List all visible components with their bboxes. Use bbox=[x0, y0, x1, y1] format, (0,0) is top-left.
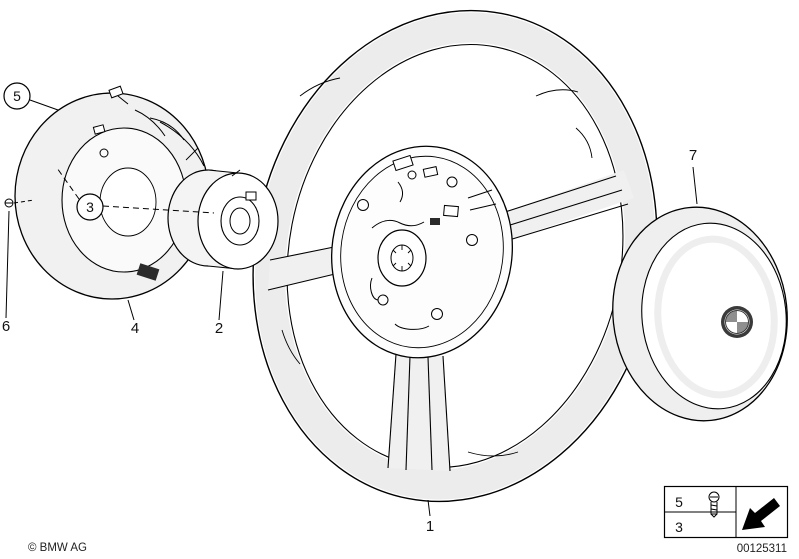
callout-7-label: 7 bbox=[689, 147, 697, 164]
spoke-bottom-shade bbox=[388, 354, 450, 471]
copyright-text: © BMW AG bbox=[28, 542, 87, 554]
leader-line-6 bbox=[5, 210, 10, 319]
leader-line-2 bbox=[218, 270, 224, 321]
housing-screw bbox=[4, 198, 35, 208]
airbag-face bbox=[641, 222, 787, 410]
spoke-left-edge bbox=[267, 273, 336, 291]
spoke-left-shade bbox=[268, 247, 335, 290]
callout-3-label: 3 bbox=[86, 199, 94, 215]
legend-screw-row-label: 5 bbox=[675, 494, 683, 510]
leader-line-3b bbox=[102, 205, 215, 214]
housing-connector-top bbox=[108, 85, 124, 99]
document-number: 00125311 bbox=[737, 543, 787, 555]
leader-line-5 bbox=[29, 99, 59, 111]
bmw-roundel-icon bbox=[721, 306, 753, 338]
callout-3: 3 bbox=[56, 167, 215, 221]
callout-5-label: 5 bbox=[13, 88, 21, 104]
hub-plate bbox=[331, 145, 513, 359]
leader-line-3a bbox=[56, 167, 80, 200]
callout-1-label: 1 bbox=[426, 518, 434, 535]
spoke-bottom-inner-line bbox=[427, 356, 433, 471]
slip-ring-tab bbox=[245, 191, 257, 201]
hub-connectors bbox=[392, 154, 459, 225]
column-switch-housing bbox=[4, 85, 210, 300]
spoke-bottom-edge bbox=[387, 353, 397, 469]
rim-sketch-lines bbox=[281, 77, 593, 457]
legend-arrow-row-label: 3 bbox=[675, 519, 683, 535]
callout-4-label: 4 bbox=[131, 320, 139, 337]
callouts: 5 3 6 4 2 1 7 bbox=[2, 82, 698, 535]
spoke-bottom-inner-line bbox=[405, 355, 411, 471]
spoke-left-edge bbox=[269, 246, 335, 261]
leader-line-7 bbox=[692, 166, 698, 205]
callout-7: 7 bbox=[689, 147, 698, 205]
leader-line-4 bbox=[127, 299, 135, 321]
hub-wiring bbox=[370, 181, 497, 330]
leader-line-1 bbox=[427, 499, 431, 517]
housing-wiring bbox=[99, 95, 205, 167]
callout-4: 4 bbox=[127, 299, 139, 337]
housing-connector-mid bbox=[92, 124, 106, 135]
spoke-right-shade bbox=[505, 170, 634, 240]
legend-box: 5 3 bbox=[663, 485, 789, 539]
callout-5: 5 bbox=[3, 82, 59, 111]
spoke-bottom-edge bbox=[442, 355, 451, 472]
direction-arrow-icon bbox=[742, 498, 780, 530]
callout-6: 6 bbox=[2, 210, 10, 335]
callout-2: 2 bbox=[215, 270, 224, 337]
slip-ring-spline bbox=[229, 207, 251, 235]
callout-6-label: 6 bbox=[2, 318, 10, 335]
callout-2-label: 2 bbox=[215, 320, 223, 337]
spoke-right-inner-line bbox=[506, 189, 623, 227]
spoke-right-edge bbox=[504, 175, 617, 213]
housing-connector-bottom bbox=[136, 263, 160, 281]
spokes bbox=[267, 170, 634, 472]
callout-1: 1 bbox=[426, 499, 434, 535]
airbag-module bbox=[612, 206, 788, 422]
housing-center-hole bbox=[99, 167, 157, 237]
spoke-right-edge bbox=[508, 203, 629, 241]
airbag-face-contour bbox=[654, 235, 778, 399]
screw-icon bbox=[708, 491, 720, 518]
slip-ring bbox=[167, 169, 279, 270]
